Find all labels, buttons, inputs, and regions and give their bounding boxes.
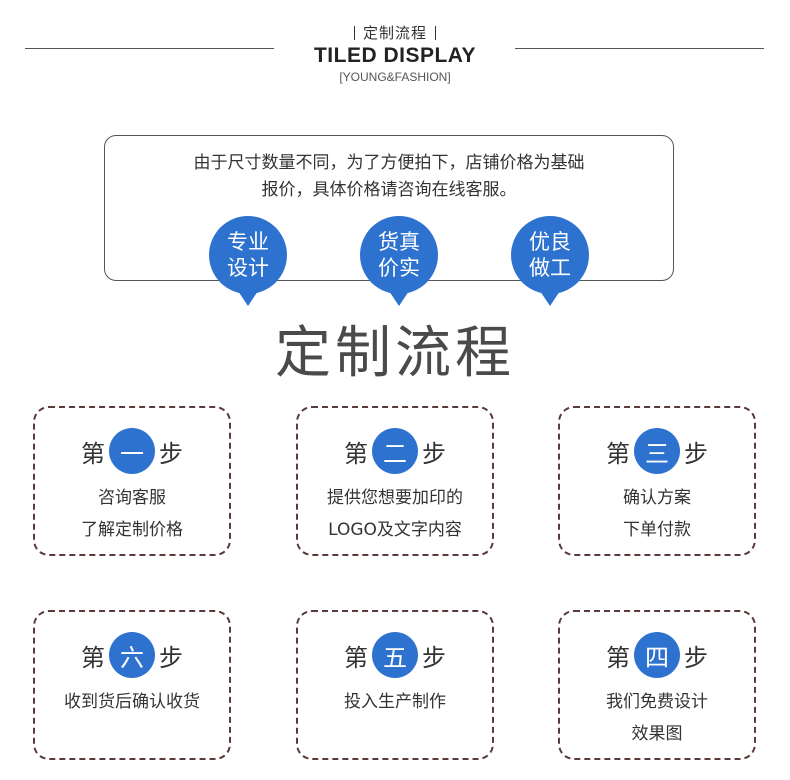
header-subtitle: [YOUNG&FASHION] [339, 70, 451, 84]
step-line: 确认方案 [623, 488, 691, 508]
badge-professional-design: 专业 设计 [209, 216, 287, 306]
step-heading: 第 二 步 [298, 428, 492, 474]
badge-line: 货真 [378, 230, 420, 254]
badge-line: 优良 [529, 230, 571, 254]
step-heading: 第 五 步 [298, 632, 492, 678]
header-title-en: TILED DISPLAY [313, 44, 477, 67]
badge-line: 做工 [529, 256, 571, 280]
step-card-2: 第 二 步 提供您想要加印的 LOGO及文字内容 [296, 406, 494, 556]
step-heading: 第 一 步 [35, 428, 229, 474]
step-description: 咨询客服 了解定制价格 [35, 482, 229, 546]
header-rule-right [515, 48, 764, 49]
step-line: 我们免费设计 [606, 692, 708, 712]
badge-line: 价实 [378, 256, 420, 280]
step-number: 一 [109, 428, 155, 474]
step-number: 二 [372, 428, 418, 474]
notice-line-2: 报价，具体价格请咨询在线客服。 [261, 180, 517, 200]
step-prefix: 第 [606, 439, 630, 468]
header-title-cn: 定制流程 [362, 24, 427, 42]
step-description: 提供您想要加印的 LOGO及文字内容 [298, 482, 492, 546]
step-line: 提供您想要加印的 [327, 488, 463, 508]
step-card-6: 第 六 步 收到货后确认收货 [33, 610, 231, 760]
step-suffix: 步 [422, 643, 446, 672]
step-suffix: 步 [159, 643, 183, 672]
step-suffix: 步 [684, 439, 708, 468]
step-line: 咨询客服 [98, 488, 166, 508]
step-line: 投入生产制作 [344, 692, 446, 712]
step-number: 三 [634, 428, 680, 474]
header-title-cn-wrap: 定制流程 [0, 22, 790, 43]
header-rule-left [25, 48, 274, 49]
step-card-5: 第 五 步 投入生产制作 [296, 610, 494, 760]
notice-text: 由于尺寸数量不同，为了方便拍下，店铺价格为基础 报价，具体价格请咨询在线客服。 [104, 150, 674, 204]
step-line: 下单付款 [623, 520, 691, 540]
step-prefix: 第 [81, 439, 105, 468]
step-heading: 第 四 步 [560, 632, 754, 678]
step-heading: 第 三 步 [560, 428, 754, 474]
badge-quality-work: 优良 做工 [511, 216, 589, 306]
step-number: 四 [634, 632, 680, 678]
step-card-4: 第 四 步 我们免费设计 效果图 [558, 610, 756, 760]
step-description: 收到货后确认收货 [35, 686, 229, 718]
notice-line-1: 由于尺寸数量不同，为了方便拍下，店铺价格为基础 [193, 153, 585, 173]
badge-line: 设计 [227, 256, 269, 280]
step-description: 投入生产制作 [298, 686, 492, 718]
divider [435, 26, 436, 40]
step-number: 五 [372, 632, 418, 678]
step-suffix: 步 [159, 439, 183, 468]
step-line: 效果图 [631, 724, 683, 744]
step-prefix: 第 [344, 643, 368, 672]
step-description: 我们免费设计 效果图 [560, 686, 754, 750]
step-heading: 第 六 步 [35, 632, 229, 678]
step-card-3: 第 三 步 确认方案 下单付款 [558, 406, 756, 556]
step-line: 了解定制价格 [81, 520, 183, 540]
step-suffix: 步 [684, 643, 708, 672]
badge-genuine-goods: 货真 价实 [360, 216, 438, 306]
step-prefix: 第 [606, 643, 630, 672]
step-description: 确认方案 下单付款 [560, 482, 754, 546]
step-card-1: 第 一 步 咨询客服 了解定制价格 [33, 406, 231, 556]
badge-line: 专业 [227, 230, 269, 254]
step-line: 收到货后确认收货 [64, 692, 200, 712]
step-prefix: 第 [344, 439, 368, 468]
step-number: 六 [109, 632, 155, 678]
step-line: LOGO及文字内容 [328, 520, 462, 540]
step-suffix: 步 [422, 439, 446, 468]
divider [353, 26, 355, 40]
step-prefix: 第 [81, 643, 105, 672]
main-title: 定制流程 [275, 321, 515, 386]
